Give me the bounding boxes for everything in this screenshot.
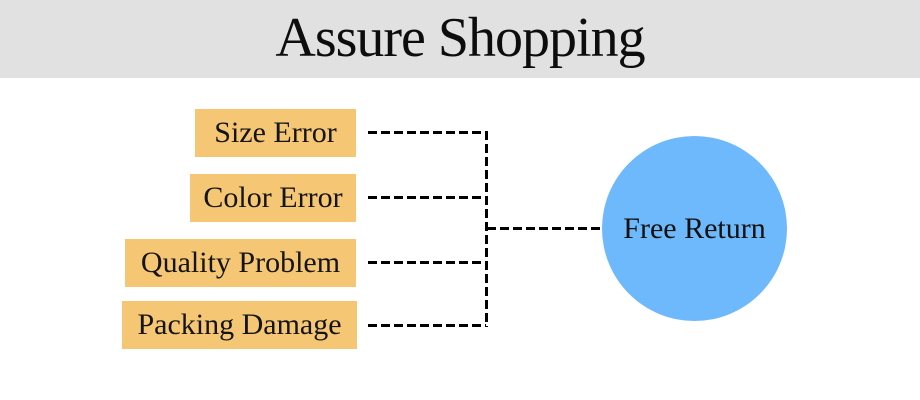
connector-line-color-error	[368, 196, 486, 199]
connector-line-to-result	[487, 227, 603, 230]
reason-label-packing-damage: Packing Damage	[137, 308, 342, 341]
header-banner: Assure Shopping	[0, 0, 920, 78]
connector-line-quality-problem	[368, 261, 486, 264]
connector-line-packing-damage	[368, 324, 486, 327]
reason-box-size-error: Size Error	[195, 109, 356, 157]
reason-box-quality-problem: Quality Problem	[125, 239, 356, 287]
reason-box-color-error: Color Error	[190, 174, 356, 222]
connector-line-size-error	[368, 131, 486, 134]
reason-box-packing-damage: Packing Damage	[122, 301, 357, 349]
page-title: Assure Shopping	[275, 7, 645, 69]
connector-bracket-line	[485, 131, 488, 327]
reason-label-quality-problem: Quality Problem	[140, 246, 341, 279]
result-label-free-return: Free Return	[623, 211, 766, 245]
reason-label-size-error: Size Error	[214, 116, 337, 149]
result-circle-free-return: Free Return	[602, 136, 787, 321]
reason-label-color-error: Color Error	[203, 181, 343, 214]
